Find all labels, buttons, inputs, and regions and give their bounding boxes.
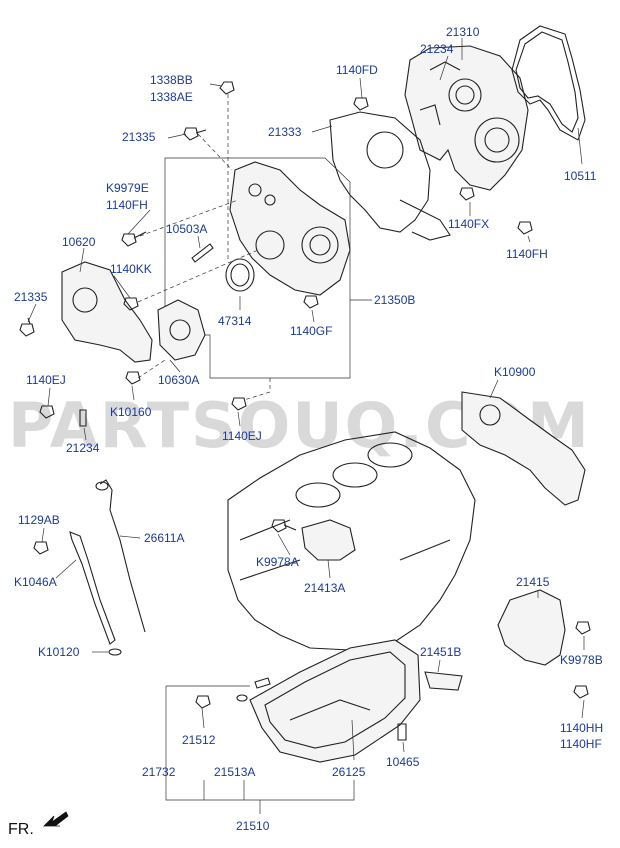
label-10630A[interactable]: 10630A bbox=[158, 373, 199, 387]
part-labels: 21310 21234 1338BB 1338AE 1140FD 21333 2… bbox=[14, 25, 603, 833]
bracket-21415[interactable] bbox=[497, 589, 566, 666]
label-1338BB[interactable]: 1338BB bbox=[150, 73, 193, 87]
bolt-1129AB[interactable] bbox=[33, 541, 49, 555]
label-1338AE[interactable]: 1338AE bbox=[150, 90, 193, 104]
label-47314[interactable]: 47314 bbox=[218, 314, 252, 328]
label-1129AB[interactable]: 1129AB bbox=[18, 513, 60, 527]
label-1140HH[interactable]: 1140HH bbox=[560, 721, 603, 735]
label-21234-top[interactable]: 21234 bbox=[420, 42, 454, 56]
label-10465[interactable]: 10465 bbox=[386, 755, 420, 769]
label-K10120[interactable]: K10120 bbox=[38, 645, 80, 659]
oil-seal-47314[interactable] bbox=[225, 258, 255, 292]
dowel-21234[interactable] bbox=[79, 409, 87, 427]
label-1140EJ-left[interactable]: 1140EJ bbox=[26, 373, 66, 387]
label-21350B[interactable]: 21350B bbox=[374, 293, 415, 307]
label-1140FD[interactable]: 1140FD bbox=[336, 63, 378, 77]
bolt-1140FD[interactable] bbox=[353, 97, 369, 111]
label-1140FH-left[interactable]: 1140FH bbox=[106, 198, 148, 212]
label-10511[interactable]: 10511 bbox=[564, 169, 597, 183]
label-21413A[interactable]: 21413A bbox=[304, 581, 345, 595]
label-K9978A[interactable]: K9978A bbox=[256, 555, 299, 569]
drain-gasket-21513A[interactable] bbox=[236, 694, 248, 702]
rear-plate-K10900[interactable] bbox=[461, 391, 586, 506]
drain-plug-21512[interactable] bbox=[195, 695, 211, 709]
label-21415[interactable]: 21415 bbox=[516, 575, 550, 589]
label-K1046A[interactable]: K1046A bbox=[14, 575, 57, 589]
bolt-21335-left[interactable] bbox=[19, 317, 35, 337]
dipstick-26611A[interactable] bbox=[95, 479, 146, 633]
bolt-1140HH[interactable] bbox=[573, 685, 589, 699]
label-K9978B[interactable]: K9978B bbox=[560, 653, 603, 667]
oring-K10120[interactable] bbox=[108, 648, 122, 656]
label-10620[interactable]: 10620 bbox=[62, 235, 96, 249]
label-21512[interactable]: 21512 bbox=[182, 733, 216, 747]
label-K9979E[interactable]: K9979E bbox=[106, 181, 149, 195]
front-case-assembly[interactable] bbox=[229, 161, 351, 296]
bolt-K9978A[interactable] bbox=[271, 519, 297, 533]
timing-cover-rear[interactable] bbox=[404, 45, 529, 191]
bolt-1140FH-right[interactable] bbox=[517, 221, 533, 235]
oil-pump-cover-10630A[interactable] bbox=[157, 299, 206, 361]
label-1140GF[interactable]: 1140GF bbox=[290, 324, 332, 338]
sealant-21732[interactable] bbox=[254, 677, 271, 689]
label-21451B[interactable]: 21451B bbox=[420, 645, 461, 659]
label-21732[interactable]: 21732 bbox=[142, 765, 176, 779]
bracket-21413A[interactable] bbox=[301, 519, 356, 561]
leader-lines bbox=[27, 38, 585, 814]
bolt-1140EJ-left[interactable] bbox=[39, 405, 55, 419]
label-26611A[interactable]: 26611A bbox=[144, 531, 184, 545]
cover-plate-10620[interactable] bbox=[61, 261, 153, 363]
timing-cover-gasket[interactable] bbox=[511, 25, 586, 141]
fr-label: FR. bbox=[8, 821, 34, 838]
label-10503A[interactable]: 10503A bbox=[166, 222, 207, 236]
label-26125[interactable]: 26125 bbox=[332, 765, 366, 779]
bolt-1140KK[interactable] bbox=[123, 297, 139, 311]
label-21310[interactable]: 21310 bbox=[446, 25, 480, 39]
label-21234-left[interactable]: 21234 bbox=[66, 441, 100, 455]
engine-block bbox=[227, 431, 476, 651]
bolt-10465[interactable] bbox=[397, 723, 407, 741]
label-21513A[interactable]: 21513A bbox=[214, 765, 255, 779]
oil-pan-21510[interactable] bbox=[249, 639, 421, 763]
label-1140HF[interactable]: 1140HF bbox=[560, 737, 602, 751]
label-K10900[interactable]: K10900 bbox=[494, 365, 536, 379]
dowel-pin-10503A[interactable] bbox=[191, 243, 214, 263]
bolt-1140EJ-mid[interactable] bbox=[231, 397, 247, 411]
bolt-K10160[interactable] bbox=[125, 371, 141, 385]
label-21335-top[interactable]: 21335 bbox=[122, 130, 156, 144]
bolt-1338BB[interactable] bbox=[219, 81, 235, 95]
front-direction-marker: FR. bbox=[8, 811, 69, 838]
bolt-1140FH-left[interactable] bbox=[121, 231, 147, 247]
bolt-1140FX[interactable] bbox=[459, 187, 475, 201]
gasket-21333[interactable] bbox=[329, 111, 451, 241]
label-1140EJ-mid[interactable]: 1140EJ bbox=[222, 429, 262, 443]
label-K10160[interactable]: K10160 bbox=[110, 405, 152, 419]
bolt-21335-top[interactable] bbox=[183, 127, 207, 141]
label-1140FX[interactable]: 1140FX bbox=[448, 217, 489, 231]
label-1140FH-right[interactable]: 1140FH bbox=[506, 247, 548, 261]
label-21333[interactable]: 21333 bbox=[268, 125, 302, 139]
bolt-K9978B[interactable] bbox=[575, 621, 591, 635]
front-arrow-icon bbox=[43, 811, 69, 827]
baffle-21451B[interactable] bbox=[424, 671, 463, 691]
dipstick-tube-K1046A[interactable] bbox=[69, 531, 116, 645]
label-1140KK[interactable]: 1140KK bbox=[110, 262, 152, 276]
label-21335-left[interactable]: 21335 bbox=[14, 290, 48, 304]
bolt-1140GF[interactable] bbox=[303, 295, 319, 309]
label-21510[interactable]: 21510 bbox=[236, 819, 270, 833]
